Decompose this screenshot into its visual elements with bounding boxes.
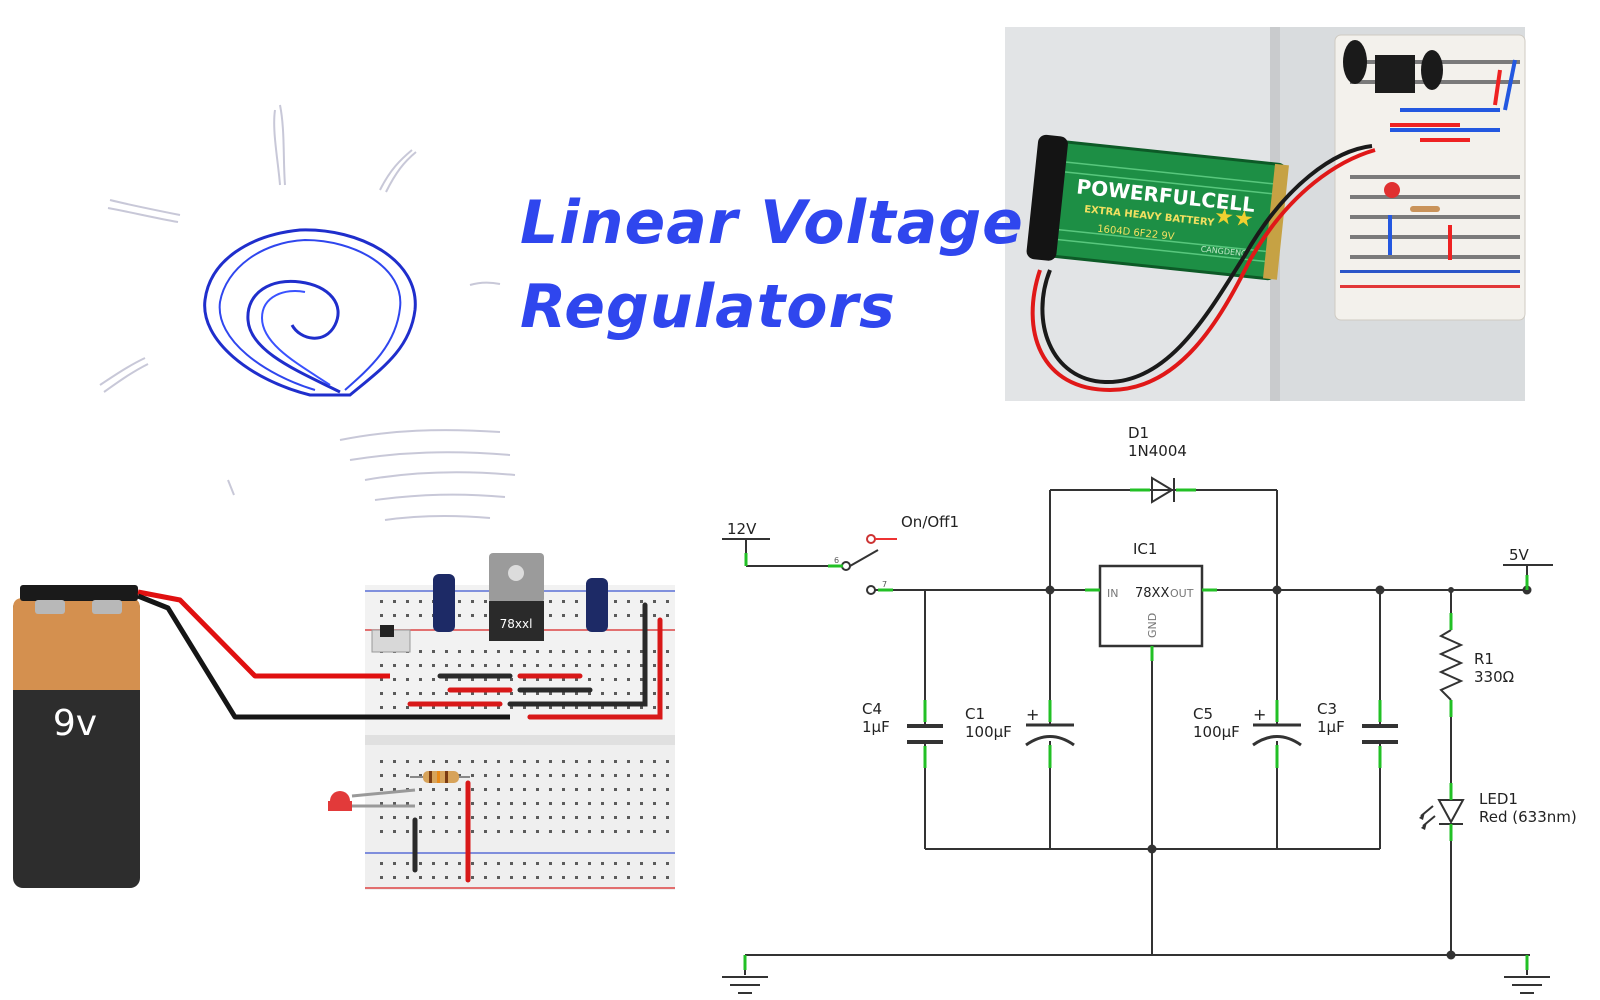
- diode-part-label: 1N4004: [1128, 442, 1187, 460]
- c3-ref-label: C3: [1317, 700, 1337, 718]
- c5-ref-label: C5: [1193, 705, 1213, 723]
- led-value-label: Red (633nm): [1479, 808, 1577, 826]
- capacitor-c5: [1252, 723, 1302, 747]
- battery-stars: ★★: [1213, 204, 1255, 233]
- battery-9v-label: 9v: [53, 703, 97, 744]
- switch-pin-7: 7: [882, 580, 887, 589]
- c4-value-label: 1µF: [862, 718, 890, 736]
- regulator-label: 78xxl: [500, 617, 533, 631]
- c1-value-label: 100µF: [965, 723, 1012, 741]
- breadboard-photo: POWERFULCELL EXTRA HEAVY BATTERY 1604D 6…: [1005, 27, 1526, 401]
- r1-value-label: 330Ω: [1474, 668, 1514, 686]
- lightbulb-icon: [99, 104, 516, 521]
- c5-plus-sign: +: [1253, 705, 1266, 724]
- title-line-1: Linear Voltage: [520, 188, 1024, 258]
- c3-value-label: 1µF: [1317, 718, 1345, 736]
- c5-value-label: 100µF: [1193, 723, 1240, 741]
- title-line-2: Regulators: [520, 272, 896, 342]
- capacitor-c4: [907, 724, 943, 744]
- schematic: 12V 5V On/Off1 D1 1N4004 IC1 78XX IN OUT…: [722, 424, 1577, 994]
- led-ref-label: LED1: [1479, 790, 1518, 808]
- switch-contact-common: [841, 561, 851, 571]
- switch-contact-open: [866, 534, 876, 544]
- pin-stubs: [743, 488, 1529, 970]
- ic-body: [1098, 564, 1204, 648]
- ic-out-label: OUT: [1170, 587, 1194, 600]
- ic-part-label: 78XX: [1135, 586, 1169, 601]
- r1-ref-label: R1: [1474, 650, 1494, 668]
- switch-contact-closed: [866, 585, 876, 595]
- ic-gnd-label: GND: [1146, 613, 1159, 638]
- capacitor-c3: [1362, 724, 1398, 744]
- breadboard-illustration: 9v 78xxl: [13, 553, 675, 890]
- diode-ref-label: D1: [1128, 424, 1149, 442]
- switch-pin-6: 6: [834, 556, 839, 565]
- capacitor-c1: [1025, 723, 1075, 747]
- led-symbol: [1419, 799, 1465, 830]
- ic-in-label: IN: [1107, 587, 1118, 600]
- input-voltage-label: 12V: [727, 520, 757, 538]
- switch-label: On/Off1: [901, 513, 959, 531]
- ic-ref-label: IC1: [1133, 540, 1157, 558]
- output-voltage-label: 5V: [1509, 546, 1530, 564]
- c4-ref-label: C4: [862, 700, 882, 718]
- c1-plus-sign: +: [1026, 705, 1039, 724]
- resistor-r1: [1438, 629, 1464, 701]
- diode-symbol: [1151, 476, 1175, 504]
- c1-ref-label: C1: [965, 705, 985, 723]
